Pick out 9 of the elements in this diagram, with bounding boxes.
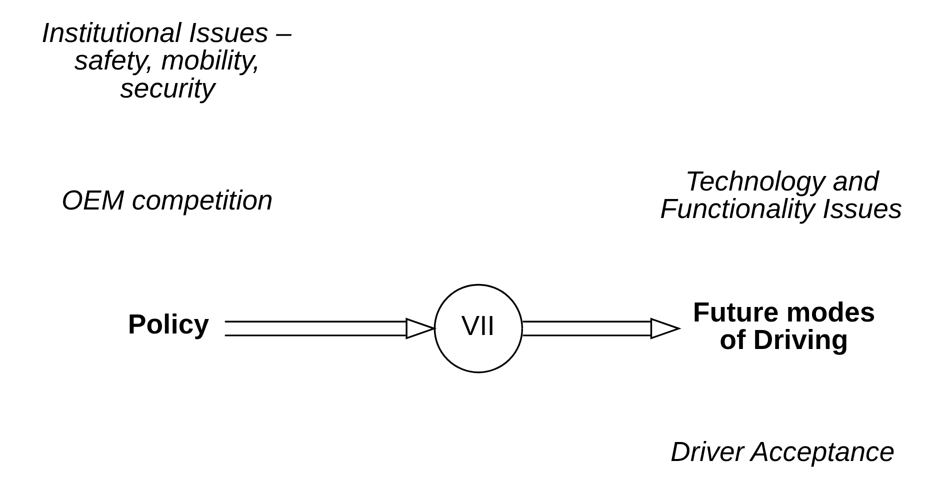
label: Driver Acceptance <box>670 436 894 467</box>
node-circle: VII <box>433 284 523 374</box>
label: OEM competition <box>60 184 272 216</box>
node-text: Future modes of Driving <box>692 296 875 355</box>
arrow <box>522 318 681 340</box>
label: Technology and Functionality Issues <box>660 165 902 224</box>
arrow <box>224 318 436 340</box>
node-text: Policy <box>127 308 209 340</box>
label: Institutional Issues – safety, mobility, security <box>41 17 291 104</box>
